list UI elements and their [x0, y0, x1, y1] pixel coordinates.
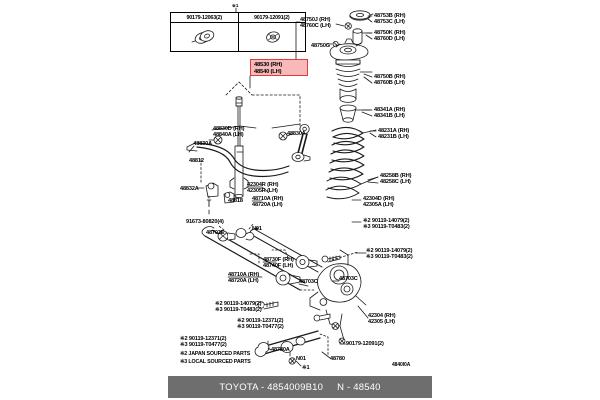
- part-label-l-48750b[interactable]: 48750B (RH) 48760B (LH): [374, 74, 406, 87]
- part-label-l-48830a-l[interactable]: 48830A: [193, 141, 212, 147]
- legend-local-sourced: ※3 LOCAL SOURCED PARTS: [180, 359, 251, 365]
- diagram-code: 4840I0A: [392, 362, 411, 368]
- part-label-l-48818[interactable]: 48818: [228, 198, 243, 204]
- table-tick-mark: ※1: [232, 3, 239, 8]
- parts-table-cell-1: 90179-12063(2): [171, 13, 238, 51]
- part-label-l-48710a-t[interactable]: 48710A (RH) 48720A (LH): [252, 196, 284, 209]
- part-label-l-48830d[interactable]: 48830D (RH) 48840A (LH): [213, 126, 245, 139]
- parts-table-header-2: 90179-12091(2): [238, 13, 305, 23]
- part-label-l-42304d[interactable]: 42304D (RH) 42305A (LH): [363, 196, 395, 209]
- highlight-line-1: 48530 (RH): [254, 61, 282, 68]
- part-label-l-48780a[interactable]: 48780A: [271, 347, 290, 353]
- part-label-l-48258b[interactable]: 48258B (RH) 48258C (LH): [380, 173, 412, 186]
- highlight-line-2: 48540 (LH): [254, 69, 282, 75]
- legend-japan-sourced: ※2 JAPAN SOURCED PARTS: [180, 351, 251, 357]
- part-label-l-48832a[interactable]: 48832A: [180, 186, 199, 192]
- part-label-l-n01-b[interactable]: N01: [296, 356, 306, 362]
- washer-icon: [239, 23, 306, 51]
- part-label-l-90179-12091[interactable]: 90179-12091(2): [346, 341, 384, 347]
- part-label-l-bolt-d[interactable]: ※2 90119-12371(2) ※3 90119-T0477(2): [237, 318, 284, 331]
- parts-table-header-1: 90179-12063(2): [171, 13, 238, 23]
- part-label-l-48830a-r[interactable]: 48830A: [287, 131, 306, 137]
- part-label-l-48703c-m[interactable]: 48703C: [299, 279, 318, 285]
- part-label-l-48703e[interactable]: 48703E: [206, 230, 225, 236]
- part-label-l-42304r[interactable]: 42304R (RH) 42305R (LH): [247, 182, 279, 195]
- part-label-l-48710a-b[interactable]: 48710A (RH) 48720A (LH): [228, 272, 260, 285]
- part-label-l-tick1[interactable]: ※1: [302, 365, 310, 371]
- part-label-l-42304[interactable]: 42304 (RH) 42305 (LH): [368, 313, 396, 326]
- part-label-l-48703c-r[interactable]: 48703C: [339, 276, 358, 282]
- part-label-l-48750g[interactable]: 48750G: [311, 43, 331, 49]
- part-label-l-bolt-e[interactable]: ※2 90119-12371(2) ※3 90119-T0477(2): [180, 336, 227, 349]
- part-label-l-48750j[interactable]: 48750J (RH) 48760C (LH): [300, 17, 331, 30]
- part-label-l-48730f[interactable]: 48730F (RH) 48740F (LH): [263, 257, 294, 270]
- part-label-l-bolt-c[interactable]: ※2 90119-14079(2) ※3 90119-T0483(2): [215, 301, 262, 314]
- part-label-l-bolt-b[interactable]: ※2 90119-14079(2) ※3 90119-T0483(2): [366, 248, 413, 261]
- part-label-l-bolt-a[interactable]: ※2 90119-14079(2) ※3 90119-T0483(2): [363, 218, 410, 231]
- washer-pair-icon: [171, 23, 238, 51]
- part-label-l-48753[interactable]: 48753B (RH) 48753C (LH): [374, 13, 406, 26]
- highlighted-part-callout[interactable]: 48530 (RH) 48540 (LH): [250, 59, 308, 76]
- part-label-l-48341a[interactable]: 48341A (RH) 48341B (LH): [374, 107, 406, 120]
- parts-table-cell-2: 90179-12091(2): [237, 13, 306, 51]
- part-label-l-48231a[interactable]: 48231A (RH) 48231B (LH): [378, 128, 410, 141]
- part-label-l-91673[interactable]: 91673-80820(4): [186, 219, 224, 225]
- part-label-l-48812[interactable]: 48812: [189, 158, 204, 164]
- footer-bar: TOYOTA - 4854009B10 N - 48540: [168, 376, 432, 398]
- footer-node: N - 48540: [337, 381, 381, 393]
- part-label-l-48780[interactable]: 48780: [330, 356, 345, 362]
- part-label-l-48750k[interactable]: 48750K (RH) 48760D (LH): [374, 30, 406, 43]
- parts-table: 90179-12063(2) 90179-12091(2): [170, 12, 306, 52]
- part-label-l-n01-a[interactable]: N01: [252, 226, 262, 232]
- footer-brand-part: TOYOTA - 4854009B10: [219, 381, 324, 393]
